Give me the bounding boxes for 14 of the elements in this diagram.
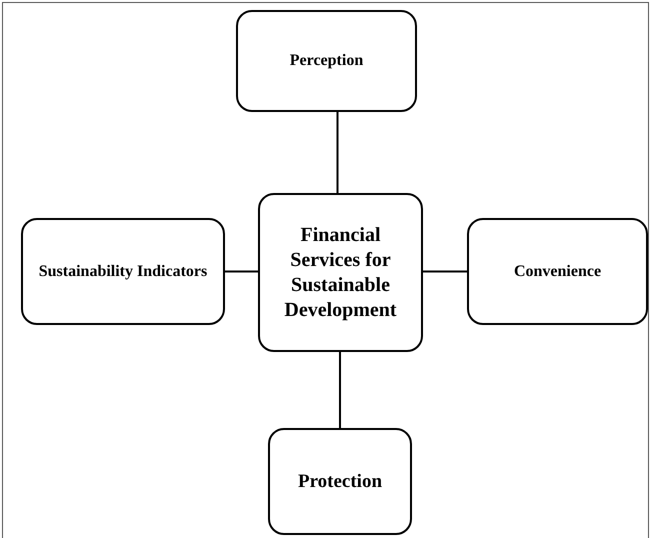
connector-line [339, 352, 341, 428]
box-label: Perception [290, 51, 364, 71]
rounded-box [268, 428, 412, 535]
rounded-box [258, 193, 423, 352]
box-label: Financial Services for Sustainable Development [283, 222, 398, 322]
rounded-box [236, 10, 417, 112]
box-label: Convenience [514, 262, 602, 282]
connector-line [336, 112, 338, 193]
rounded-box [21, 218, 225, 325]
connector-line [423, 270, 467, 272]
box-label: Sustainability Indicators [38, 262, 208, 282]
rounded-box [467, 218, 648, 325]
box-label: Protection [298, 470, 382, 494]
connector-line [225, 270, 258, 272]
